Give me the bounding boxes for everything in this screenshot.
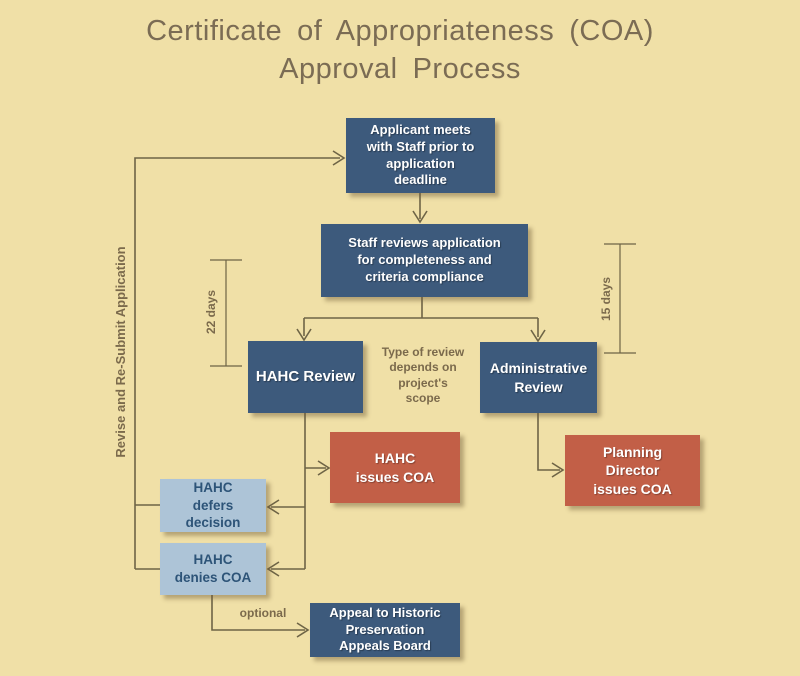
arrowhead-into-applicant [332, 150, 346, 166]
arrowhead-into-appeal-board [296, 622, 310, 638]
node-applicant-meets: Applicant meets with Staff prior to appl… [346, 118, 495, 193]
arrowhead-into-planning-director [551, 462, 565, 478]
node-staff-reviews-label: Staff reviews application for completene… [348, 235, 501, 284]
duration-22-days-label: 22 days [204, 289, 218, 335]
page-title: Certificate of Appropriateness (COA) App… [146, 15, 654, 86]
arrowhead-into-staff-reviews [412, 210, 428, 224]
duration-15-days-label: 15 days [599, 276, 613, 322]
node-administrative-review-label: Administrative Review [489, 360, 588, 395]
node-hahc-defers-decision-label: HAHC defers decision [185, 480, 241, 531]
arrowhead-into-hahc-issues-coa [317, 460, 331, 476]
review-type-note: Type of review depends on project's scop… [381, 345, 465, 406]
node-appeal-board-label: Appeal to Historic Preservation Appeals … [329, 604, 441, 654]
node-hahc-issues-coa-label: HAHC issues COA [355, 450, 435, 485]
node-hahc-review-label: HAHC Review [255, 368, 356, 386]
optional-label: optional [239, 606, 287, 620]
arrowhead-into-administrative-review [530, 329, 546, 343]
node-planning-director-issues-coa-label: Planning Director issues COA [593, 444, 672, 497]
node-hahc-review: HAHC Review [248, 341, 363, 413]
node-planning-director-issues-coa: Planning Director issues COA [565, 435, 700, 506]
node-staff-reviews: Staff reviews application for completene… [321, 224, 528, 297]
revise-resubmit-label: Revise and Re-Submit Application [113, 246, 128, 458]
node-applicant-meets-label: Applicant meets with Staff prior to appl… [366, 121, 475, 188]
node-appeal-board: Appeal to Historic Preservation Appeals … [310, 603, 460, 657]
node-hahc-defers-decision: HAHC defers decision [160, 479, 266, 532]
arrowhead-into-hahc-defers [266, 499, 280, 515]
node-administrative-review: Administrative Review [480, 342, 597, 413]
node-hahc-denies-coa-label: HAHC denies COA [174, 552, 252, 585]
node-hahc-denies-coa: HAHC denies COA [160, 543, 266, 595]
arrowhead-into-hahc-denies [266, 561, 280, 577]
arrowhead-into-hahc-review [296, 328, 312, 342]
node-hahc-issues-coa: HAHC issues COA [330, 432, 460, 503]
